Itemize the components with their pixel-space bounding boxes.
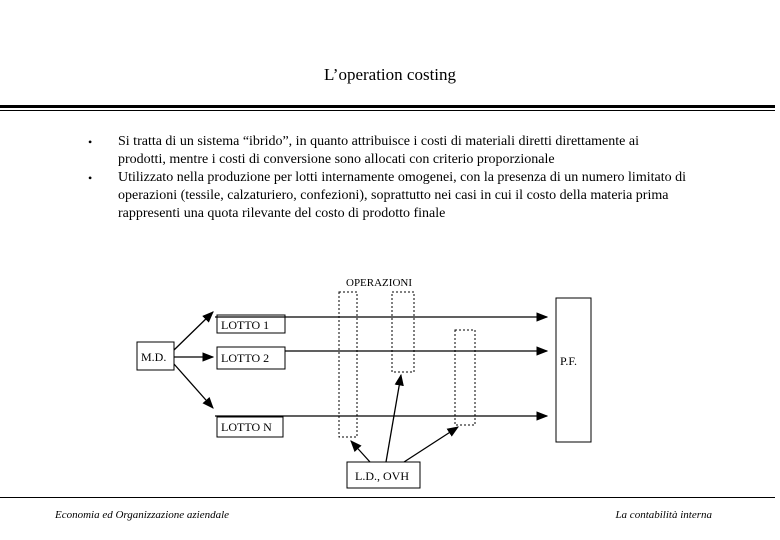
bullet-text: Si tratta di un sistema “ibrido”, in qua…: [118, 134, 639, 167]
title-rule-thick: [0, 105, 775, 108]
lot2-label: LOTTO 2: [221, 351, 269, 365]
operation-column-3: [454, 329, 476, 426]
lot2-box: [216, 346, 286, 370]
md-to-lot1-arrow: [173, 311, 214, 351]
operation-column-2: [391, 291, 415, 373]
footer-course-title: Economia ed Organizzazione aziendale: [55, 509, 230, 521]
slide-title: L’operation costing: [323, 65, 457, 84]
operations-label: OPERAZIONI: [346, 277, 412, 289]
pf-label: P.F.: [560, 354, 577, 368]
bullet-item: • Si tratta di un sistema “ibrido”, in q…: [88, 133, 688, 169]
overhead-box: [346, 461, 421, 489]
operation-column-1: [338, 291, 358, 438]
lot1-box: [216, 314, 286, 334]
bullet-item: • Utilizzato nella produzione per lotti …: [88, 169, 688, 223]
md-label: M.D.: [141, 350, 166, 364]
overhead-to-op1-arrow: [350, 440, 371, 463]
overhead-label: L.D., OVH: [355, 469, 409, 483]
bullet-text: Utilizzato nella produzione per lotti in…: [118, 170, 686, 221]
overhead-to-op3-arrow: [403, 426, 459, 463]
lotn-box: [216, 416, 284, 438]
md-to-lotn-arrow: [173, 363, 214, 409]
overhead-to-op2-arrow: [385, 373, 404, 463]
footer-rule: [0, 497, 775, 498]
bullet-list: • Si tratta di un sistema “ibrido”, in q…: [88, 133, 688, 223]
lot1-label: LOTTO 1: [221, 318, 269, 332]
md-box: [136, 341, 175, 371]
bullet-dot-icon: •: [88, 135, 93, 149]
bullet-dot-icon: •: [88, 171, 93, 185]
lotn-label: LOTTO N: [221, 420, 272, 434]
footer-section-title: La contabilità interna: [615, 509, 712, 521]
title-rule-thin: [0, 110, 775, 111]
pf-box: [555, 297, 592, 443]
